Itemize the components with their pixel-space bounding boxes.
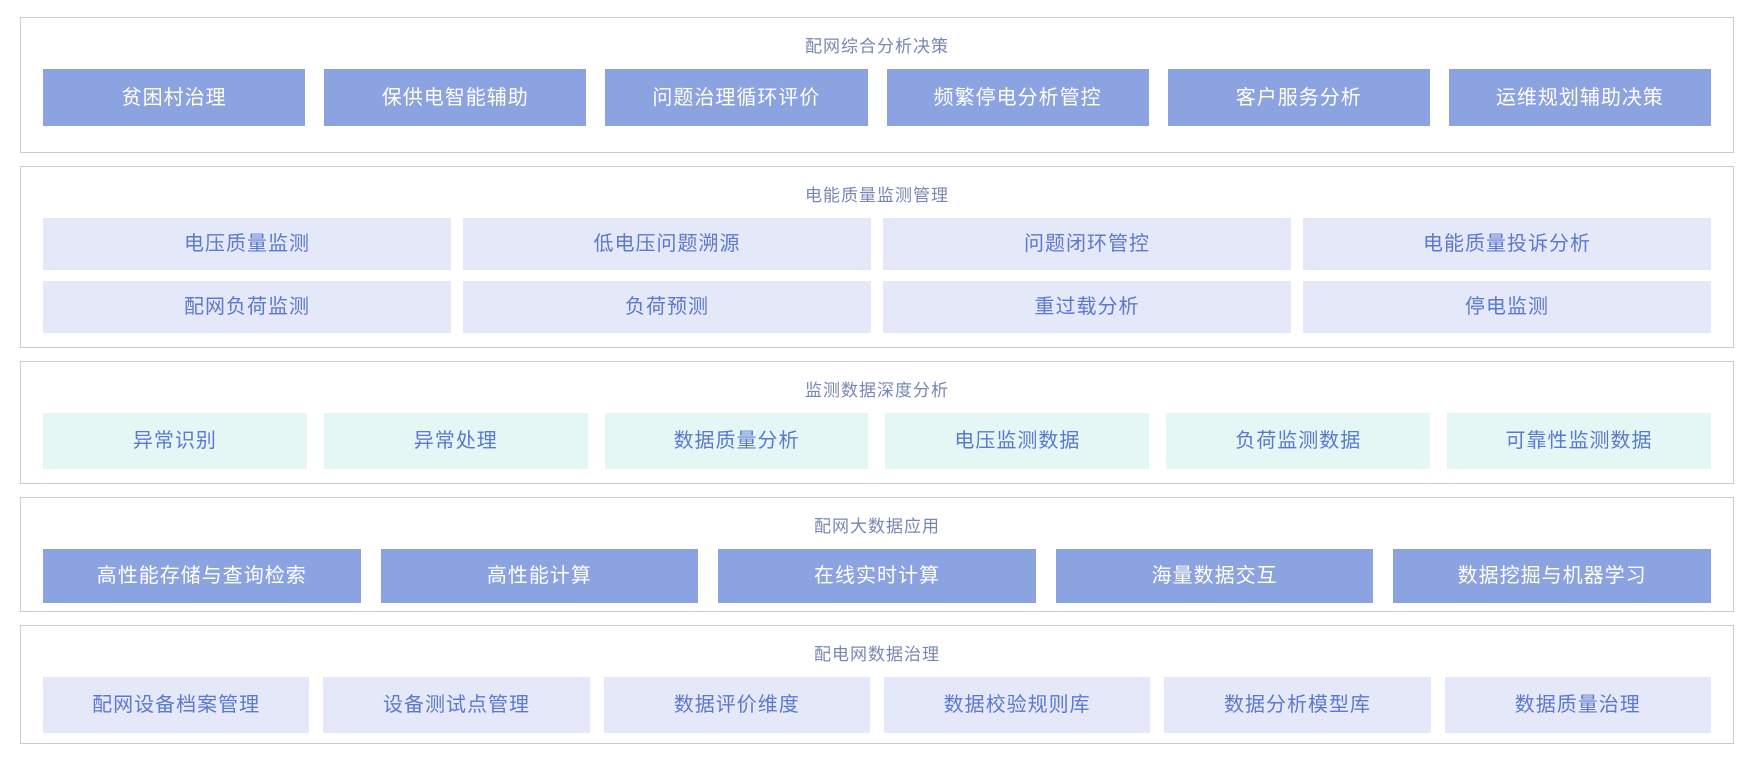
module-button[interactable]: 低电压问题溯源: [463, 218, 871, 270]
module-button[interactable]: 电压监测数据: [885, 413, 1150, 469]
module-button[interactable]: 数据分析模型库: [1164, 677, 1431, 733]
section-panel-2: 电能质量监测管理 电压质量监测低电压问题溯源问题闭环管控电能质量投诉分析配网负荷…: [20, 166, 1734, 348]
section-title: 电能质量监测管理: [805, 186, 949, 205]
module-button[interactable]: 负荷监测数据: [1166, 413, 1431, 469]
section-panel-4: 配网大数据应用 高性能存储与查询检索高性能计算在线实时计算海量数据交互数据挖掘与…: [20, 497, 1734, 612]
module-button[interactable]: 负荷预测: [463, 281, 871, 333]
module-button[interactable]: 客户服务分析: [1167, 69, 1430, 126]
module-button[interactable]: 问题治理循环评价: [605, 69, 868, 126]
button-row: 贫困村治理保供电智能辅助问题治理循环评价频繁停电分析管控客户服务分析运维规划辅助…: [43, 69, 1712, 126]
section-title: 配电网数据治理: [814, 645, 940, 664]
module-button[interactable]: 数据质量治理: [1444, 677, 1711, 733]
section-panel-5: 配电网数据治理 配网设备档案管理设备测试点管理数据评价维度数据校验规则库数据分析…: [20, 625, 1734, 744]
module-button[interactable]: 海量数据交互: [1055, 549, 1374, 603]
module-button[interactable]: 在线实时计算: [718, 549, 1036, 603]
module-button[interactable]: 贫困村治理: [43, 69, 306, 126]
section-panel-3: 监测数据深度分析 异常识别异常处理数据质量分析电压监测数据负荷监测数据可靠性监测…: [20, 361, 1734, 484]
module-button[interactable]: 高性能计算: [380, 549, 699, 603]
module-button[interactable]: 停电监测: [1303, 281, 1711, 333]
module-button[interactable]: 异常识别: [43, 413, 307, 469]
section-panel-1: 配网综合分析决策 贫困村治理保供电智能辅助问题治理循环评价频繁停电分析管控客户服…: [20, 17, 1734, 153]
module-button[interactable]: 运维规划辅助决策: [1448, 69, 1712, 126]
module-button[interactable]: 数据评价维度: [603, 677, 870, 733]
module-button[interactable]: 设备测试点管理: [323, 677, 590, 733]
button-row: 配网设备档案管理设备测试点管理数据评价维度数据校验规则库数据分析模型库数据质量治…: [43, 677, 1711, 733]
module-button[interactable]: 数据挖掘与机器学习: [1393, 549, 1711, 603]
module-button[interactable]: 保供电智能辅助: [324, 69, 587, 126]
module-button[interactable]: 问题闭环管控: [883, 218, 1291, 270]
module-button[interactable]: 电能质量投诉分析: [1303, 218, 1711, 270]
module-button[interactable]: 配网负荷监测: [43, 281, 451, 333]
module-button[interactable]: 数据校验规则库: [883, 677, 1151, 733]
module-button[interactable]: 频繁停电分析管控: [886, 69, 1149, 126]
section-title: 配网大数据应用: [814, 517, 940, 536]
module-button[interactable]: 数据质量分析: [604, 413, 869, 469]
button-row: 异常识别异常处理数据质量分析电压监测数据负荷监测数据可靠性监测数据: [43, 413, 1711, 469]
module-button[interactable]: 电压质量监测: [43, 218, 451, 270]
module-button[interactable]: 重过载分析: [883, 281, 1291, 333]
section-title: 监测数据深度分析: [805, 381, 949, 400]
module-button[interactable]: 异常处理: [323, 413, 588, 469]
module-button[interactable]: 高性能存储与查询检索: [43, 549, 361, 603]
button-row: 高性能存储与查询检索高性能计算在线实时计算海量数据交互数据挖掘与机器学习: [43, 549, 1711, 603]
module-button[interactable]: 配网设备档案管理: [43, 677, 310, 733]
button-row: 配网负荷监测负荷预测重过载分析停电监测: [43, 281, 1711, 333]
section-title: 配网综合分析决策: [805, 37, 949, 56]
module-button[interactable]: 可靠性监测数据: [1447, 413, 1711, 469]
button-row: 电压质量监测低电压问题溯源问题闭环管控电能质量投诉分析: [43, 218, 1711, 270]
